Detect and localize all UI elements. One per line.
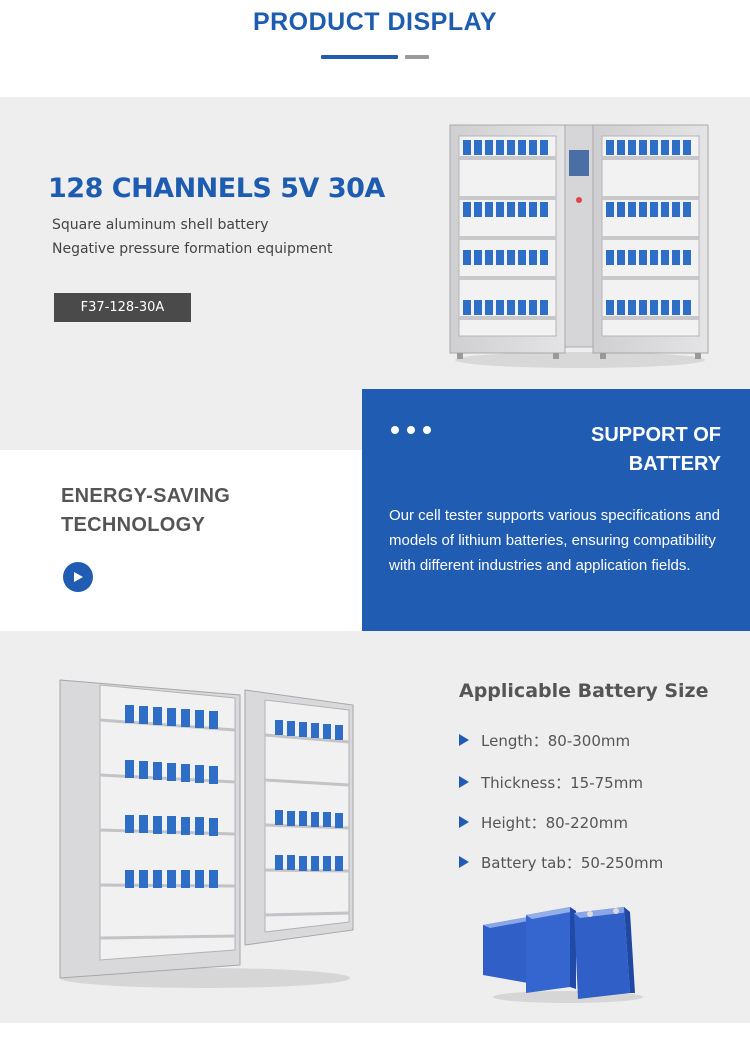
size-item-battery-tab: Battery tab：50-250mm xyxy=(459,851,663,873)
battery-cells-image xyxy=(483,907,643,1003)
energy-panel xyxy=(0,450,362,631)
page-bottom-margin xyxy=(0,1023,750,1047)
play-icon xyxy=(74,572,83,582)
triangle-bullet-icon xyxy=(459,734,469,746)
battery-size-title: Applicable Battery Size xyxy=(459,680,709,702)
more-dots-icon xyxy=(391,426,431,434)
cabinet-image-angled xyxy=(59,679,354,988)
title-underline-accent xyxy=(321,55,398,59)
size-item-label: Length：80-300mm xyxy=(481,731,631,750)
page-header: PRODUCT DISPLAY xyxy=(0,0,750,97)
triangle-bullet-icon xyxy=(459,776,469,788)
triangle-bullet-icon xyxy=(459,856,469,868)
model-badge: F37-128-30A xyxy=(54,293,191,322)
title-underline-secondary xyxy=(405,55,429,59)
play-button[interactable] xyxy=(63,562,93,592)
product-description-line-2: Negative pressure formation equipment xyxy=(52,241,333,257)
section-title: PRODUCT DISPLAY xyxy=(252,8,498,36)
support-title: SUPPORT OF BATTERY xyxy=(590,424,721,475)
size-item-label: Thickness：15-75mm xyxy=(481,773,643,792)
cabinet-image-front xyxy=(449,124,709,368)
size-item-label: Battery tab：50-250mm xyxy=(481,853,664,872)
triangle-bullet-icon xyxy=(459,816,469,828)
support-description: Our cell tester supports various specifi… xyxy=(389,507,720,574)
product-description-line-1: Square aluminum shell battery xyxy=(52,217,269,233)
size-item-thickness: Thickness：15-75mm xyxy=(459,771,643,793)
energy-title: ENERGY-SAVING TECHNOLOGY xyxy=(61,485,231,536)
size-item-label: Height：80-220mm xyxy=(481,813,628,832)
size-item-length: Length：80-300mm xyxy=(459,729,630,751)
product-title: 128 CHANNELS 5V 30A xyxy=(48,173,385,204)
size-item-height: Height：80-220mm xyxy=(459,811,628,833)
